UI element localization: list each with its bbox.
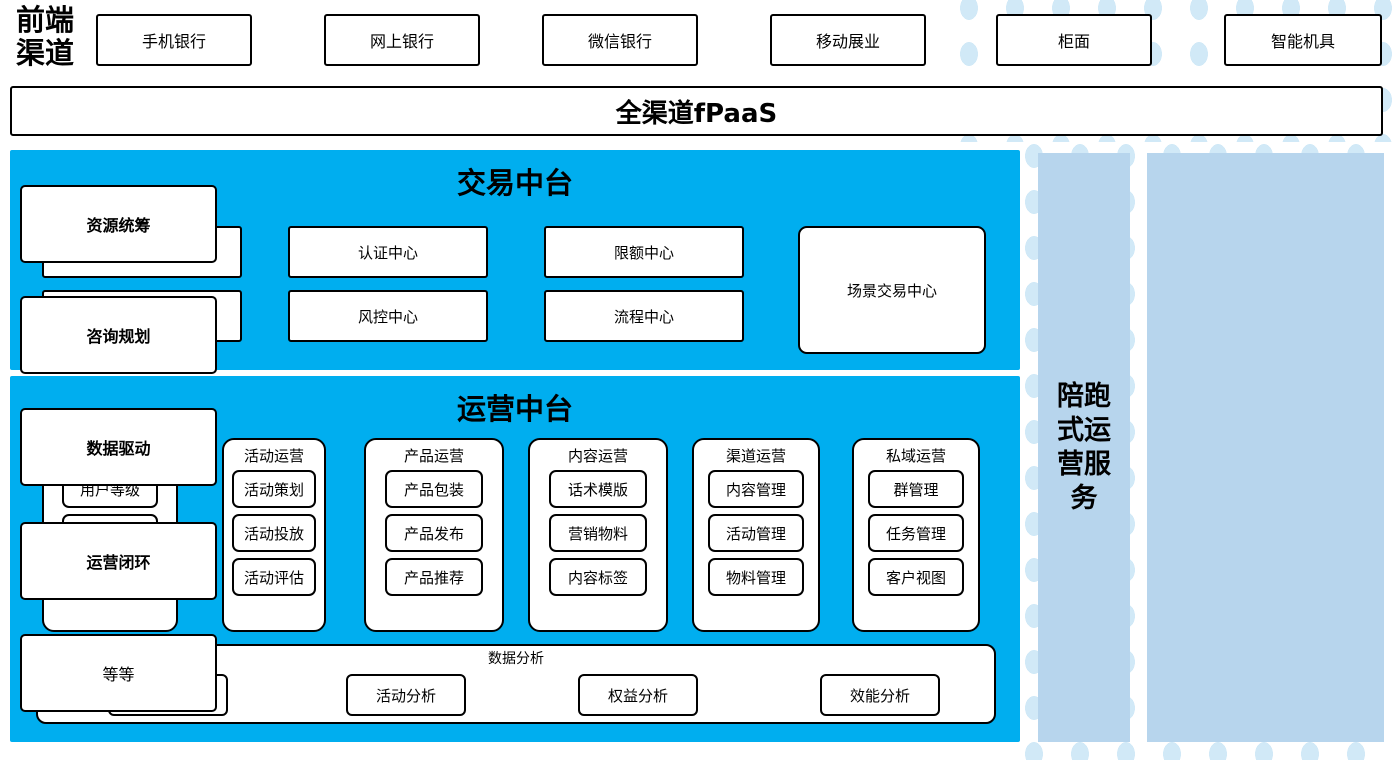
service-column-label: 陪跑 式运 营服 务 [1051,380,1117,516]
trade-box-risk-center[interactable]: 风控中心 [288,290,488,342]
trade-box-label: 场景交易中心 [846,281,937,300]
ops-item[interactable]: 产品发布 [385,514,483,552]
service-column-line2: 式运 [1057,414,1111,446]
ops-item[interactable]: 客户视图 [868,558,964,596]
ops-column-title: 私域运营 [885,447,946,465]
data-analysis-title: 数据分析 [488,651,544,667]
channel-box-smart-machine[interactable]: 智能机具 [1224,14,1382,66]
data-analysis-item-efficiency[interactable]: 效能分析 [820,674,940,716]
data-analysis-item-rights[interactable]: 权益分析 [578,674,698,716]
ops-column-product-operation[interactable]: 产品运营 产品包装 产品发布 产品推荐 [364,438,504,632]
ops-item[interactable]: 产品包装 [385,470,483,508]
ops-item[interactable]: 产品推荐 [385,558,483,596]
ops-item[interactable]: 群管理 [868,470,964,508]
capability-box-resource-coordination[interactable]: 资源统筹 [20,185,217,263]
ops-item[interactable]: 任务管理 [868,514,964,552]
channel-label: 移动展业 [815,32,880,51]
ops-column-private-domain-operation[interactable]: 私域运营 群管理 任务管理 客户视图 [852,438,980,632]
channel-label: 微信银行 [587,32,652,51]
channel-box-mobile-field[interactable]: 移动展业 [770,14,926,66]
ops-item[interactable]: 活动管理 [708,514,804,552]
ops-column-title: 渠道运营 [725,447,786,465]
front-channel-label: 前端 渠道 [2,4,88,70]
data-analysis-item-activity[interactable]: 活动分析 [346,674,466,716]
capability-box-data-driven[interactable]: 数据驱动 [20,408,217,486]
channel-label: 柜面 [1057,32,1090,51]
ops-item[interactable]: 活动评估 [232,558,316,596]
ops-item[interactable]: 内容标签 [549,558,647,596]
trade-box-label: 风控中心 [357,307,418,326]
trade-box-limit-center[interactable]: 限额中心 [544,226,744,278]
channel-box-mobile-bank[interactable]: 手机银行 [96,14,252,66]
channel-box-counter[interactable]: 柜面 [996,14,1152,66]
fpaas-bar[interactable]: 全渠道fPaaS [10,86,1383,136]
capability-panel [1147,153,1384,742]
capability-box-etc[interactable]: 等等 [20,634,217,712]
service-column-line3: 营服 [1057,448,1111,480]
ops-column-content-operation[interactable]: 内容运营 话术模版 营销物料 内容标签 [528,438,668,632]
ops-item[interactable]: 活动投放 [232,514,316,552]
ops-column-activity-operation[interactable]: 活动运营 活动策划 活动投放 活动评估 [222,438,326,632]
ops-column-title: 活动运营 [243,447,304,465]
ops-item[interactable]: 活动策划 [232,470,316,508]
channel-box-online-bank[interactable]: 网上银行 [324,14,480,66]
ops-item[interactable]: 物料管理 [708,558,804,596]
ops-column-title: 产品运营 [403,447,464,465]
ops-item[interactable]: 内容管理 [708,470,804,508]
ops-platform-title: 运营中台 [456,392,573,426]
trade-box-scenario-trade-center[interactable]: 场景交易中心 [798,226,986,354]
front-channel-label-line2: 渠道 [15,36,74,70]
ops-column-channel-operation[interactable]: 渠道运营 内容管理 活动管理 物料管理 [692,438,820,632]
service-column-line1: 陪跑 [1057,380,1111,412]
channel-label: 网上银行 [369,32,434,51]
service-column-line4: 务 [1070,482,1098,514]
trade-box-label: 认证中心 [357,243,418,262]
ops-column-title: 内容运营 [567,447,628,465]
capability-box-operation-closed-loop[interactable]: 运营闭环 [20,522,217,600]
trade-box-process-center[interactable]: 流程中心 [544,290,744,342]
fpaas-label: 全渠道fPaaS [615,98,778,129]
front-channel-label-line1: 前端 [15,3,74,37]
trade-box-label: 流程中心 [613,307,674,326]
capability-box-consulting-planning[interactable]: 咨询规划 [20,296,217,374]
trade-platform-title: 交易中台 [456,166,573,200]
trade-box-label: 限额中心 [613,243,674,262]
channel-label: 手机银行 [141,32,206,51]
service-column-accompanying-operation[interactable]: 陪跑 式运 营服 务 [1038,153,1130,742]
ops-item[interactable]: 营销物料 [549,514,647,552]
channel-box-wechat-bank[interactable]: 微信银行 [542,14,698,66]
trade-box-auth-center[interactable]: 认证中心 [288,226,488,278]
ops-item[interactable]: 话术模版 [549,470,647,508]
channel-label: 智能机具 [1270,32,1335,51]
